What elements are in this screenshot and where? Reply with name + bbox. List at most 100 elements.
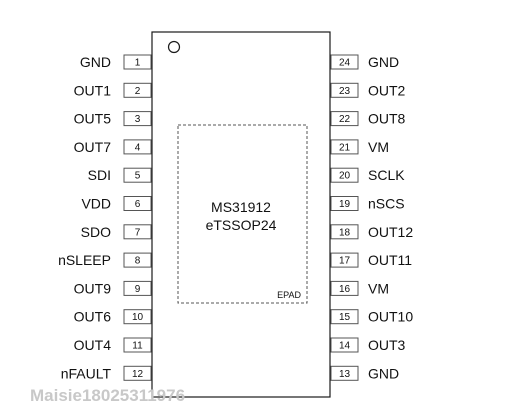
pin-name: OUT4	[74, 337, 112, 353]
pin-number: 21	[339, 142, 351, 153]
pin-box	[330, 252, 359, 268]
pin-name: SCLK	[368, 167, 405, 183]
pin-number: 6	[135, 199, 141, 210]
pin-5: 5 SDI	[88, 167, 152, 183]
pin-3: 3 OUT5	[74, 111, 152, 127]
pin-number: 19	[339, 199, 351, 210]
pin-name: OUT2	[368, 82, 406, 98]
pin-box	[330, 280, 359, 296]
pin-7: 7 SDO	[81, 224, 152, 240]
pin-box	[123, 252, 152, 268]
pin-14: 14 OUT3	[330, 337, 406, 353]
pin-number: 2	[135, 86, 141, 97]
pin-number: 22	[339, 114, 351, 125]
pin-name: OUT1	[74, 82, 112, 98]
pin-13: 13 GND	[330, 365, 399, 381]
pin-15: 15 OUT10	[330, 309, 413, 325]
pin-number: 17	[339, 256, 351, 267]
pin-box	[330, 337, 359, 353]
pin-name: OUT11	[368, 252, 412, 268]
chip-package: eTSSOP24	[206, 217, 277, 233]
pin-box	[123, 167, 152, 183]
chip-part-number: MS31912	[211, 199, 271, 215]
pin-number: 8	[135, 256, 141, 267]
pin-name: nSCS	[368, 196, 405, 212]
pin-name: nFAULT	[61, 365, 112, 381]
pin-box	[123, 54, 152, 70]
left-pin-column: 1 GND 2 OUT1 3 OUT5 4 OUT7 5 SDI 6 VDD 7 SDO 8 nSLEEP 9O…	[58, 54, 152, 381]
pin-name: OUT5	[74, 111, 112, 127]
pin-box	[123, 337, 152, 353]
watermark-text: Maisie18025311976	[30, 386, 185, 405]
pin-name: OUT12	[368, 224, 413, 240]
pin-name: OUT9	[74, 280, 112, 296]
pin-box	[330, 111, 359, 127]
pin-number: 15	[339, 312, 351, 323]
pin-20: 20 SCLK	[330, 167, 405, 183]
pin-number: 11	[132, 341, 143, 352]
pin-name: OUT7	[74, 139, 112, 155]
pin-19: 19 nSCS	[330, 196, 405, 212]
pin-17: 17 OUT11	[330, 252, 412, 268]
exposed-pad	[177, 124, 308, 304]
pin-21: 21 VM	[330, 139, 389, 155]
pin-box	[123, 309, 152, 325]
pin-name: OUT10	[368, 309, 413, 325]
pin-name: VM	[368, 139, 389, 155]
pin-11: 11 OUT4	[74, 337, 152, 353]
pin-number: 24	[339, 58, 351, 69]
pin-box	[330, 309, 359, 325]
pin-number: 16	[339, 284, 351, 295]
pin-number: 14	[339, 341, 351, 352]
pin-box	[123, 139, 152, 155]
pin-box	[330, 139, 359, 155]
pin-22: 22 OUT8	[330, 111, 406, 127]
pin-number: 20	[339, 171, 351, 182]
pin-name: SDI	[88, 167, 111, 183]
pin-2: 2 OUT1	[74, 82, 152, 98]
pin-number: 23	[339, 86, 351, 97]
pin-16: 16 VM	[330, 280, 389, 296]
pin-name: GND	[80, 54, 111, 70]
pin-12: 12 nFAULT	[61, 365, 152, 381]
epad-label: EPAD	[277, 290, 301, 300]
pin-box	[123, 111, 152, 127]
package-body	[151, 31, 331, 398]
pin-number: 4	[135, 142, 141, 153]
pin-6: 6 VDD	[81, 196, 152, 212]
pin-23: 23 OUT2	[330, 82, 406, 98]
pin-number: 13	[339, 369, 351, 380]
pin-18: 18 OUT12	[330, 224, 413, 240]
pin-24: 24 GND	[330, 54, 399, 70]
pin-number: 1	[135, 58, 141, 69]
pin-box	[123, 280, 152, 296]
pin-box	[330, 82, 359, 98]
pin-8: 8 nSLEEP	[58, 252, 152, 268]
pin-name: OUT8	[368, 111, 406, 127]
pin-box	[123, 365, 152, 381]
pin-name: nSLEEP	[58, 252, 111, 268]
pin-number: 12	[132, 369, 144, 380]
pin-box	[123, 196, 152, 211]
pin-box	[330, 54, 359, 70]
pin-name: OUT3	[368, 337, 406, 353]
pin-box	[123, 224, 152, 240]
pin-box	[330, 167, 359, 183]
pin-number: 3	[135, 114, 141, 125]
pin-name: SDO	[81, 224, 111, 240]
pin-1: 1 GND	[80, 54, 152, 70]
pin-name: GND	[368, 54, 399, 70]
pin-number: 7	[135, 227, 141, 238]
pin-box	[123, 82, 152, 98]
pin-box	[330, 196, 359, 211]
pin-name: VDD	[81, 196, 111, 212]
pin-name: GND	[368, 365, 399, 381]
pin1-marker	[167, 40, 181, 54]
pin-number: 18	[339, 227, 351, 238]
pin-name: VM	[368, 280, 389, 296]
pin-box	[330, 365, 359, 381]
pin-number: 5	[135, 171, 141, 182]
